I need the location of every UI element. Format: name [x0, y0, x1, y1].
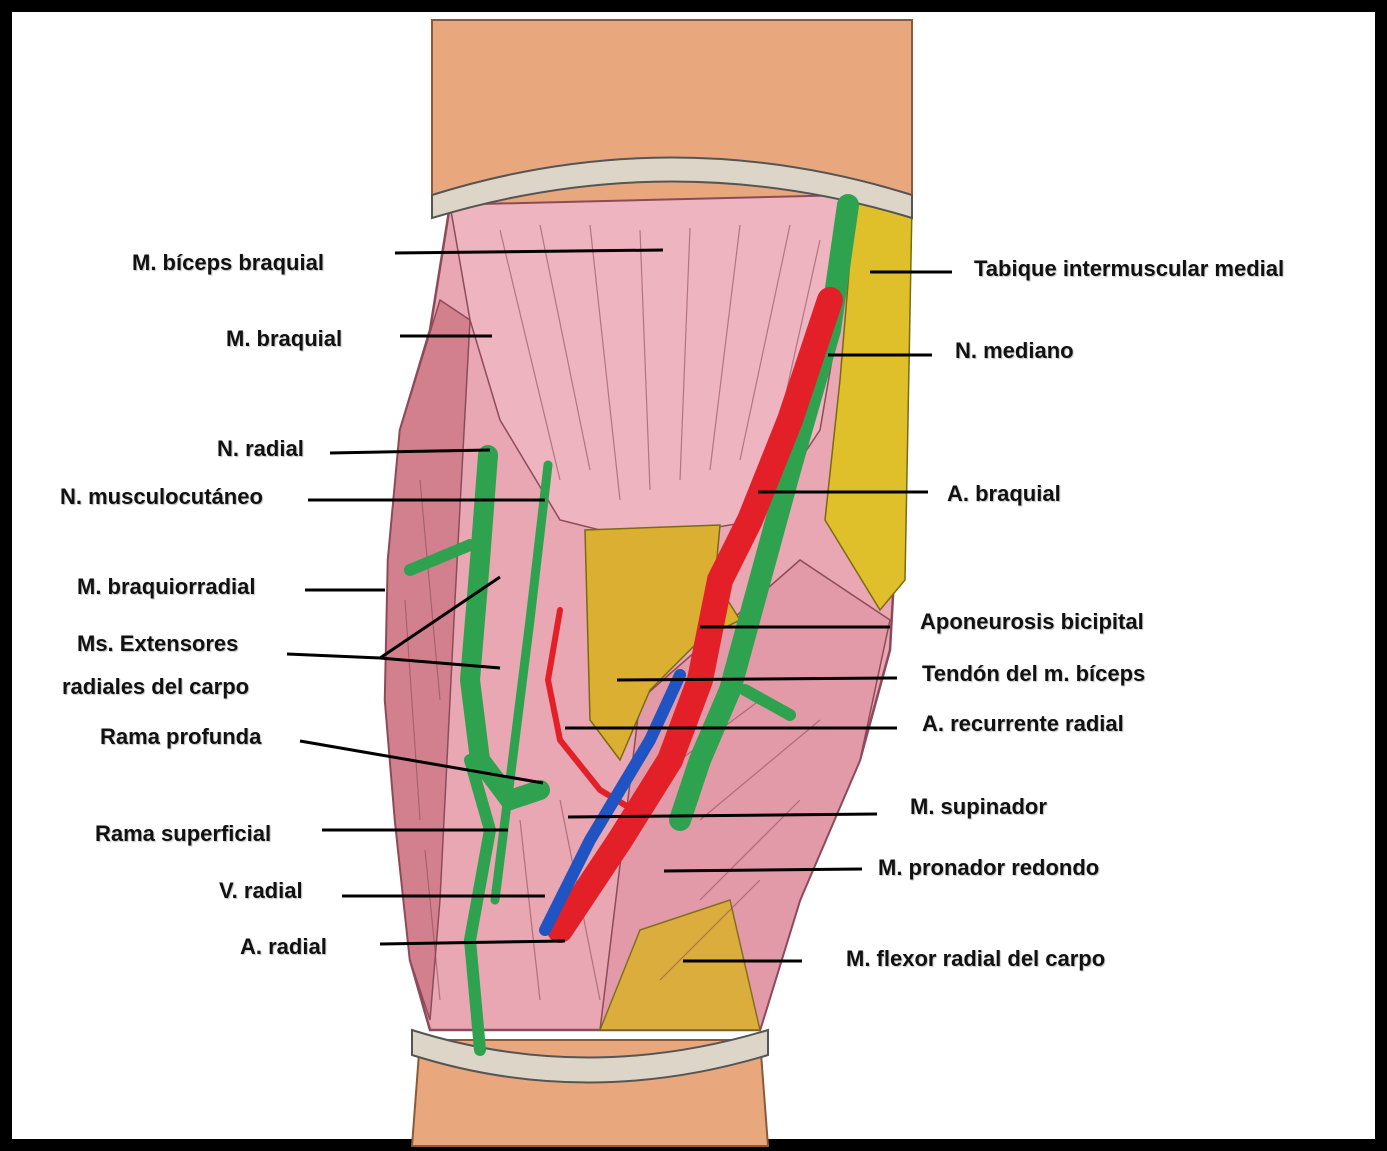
leader-tendon — [617, 678, 897, 680]
label-tabique: Tabique intermuscular medial — [974, 256, 1284, 282]
label-tendon-biceps: Tendón del m. bíceps — [922, 661, 1145, 687]
leader-pronador — [664, 869, 862, 871]
label-braquial: M. braquial — [226, 326, 342, 352]
label-rama-profunda: Rama profunda — [100, 724, 261, 750]
label-a-braquial: A. braquial — [947, 481, 1061, 507]
label-biceps: M. bíceps braquial — [132, 250, 324, 276]
label-flexor: M. flexor radial del carpo — [846, 946, 1105, 972]
label-rama-superficial: Rama superficial — [95, 821, 271, 847]
label-n-mediano: N. mediano — [955, 338, 1074, 364]
label-extensores-line2: radiales del carpo — [62, 674, 249, 700]
label-a-recurrente: A. recurrente radial — [922, 711, 1124, 737]
label-n-musculocutaneo: N. musculocutáneo — [60, 484, 263, 510]
leader-extensores-a — [287, 654, 380, 658]
label-aponeurosis: Aponeurosis bicipital — [920, 609, 1144, 635]
label-n-radial: N. radial — [217, 436, 304, 462]
label-extensores-line1: Ms. Extensores — [77, 631, 238, 657]
label-v-radial: V. radial — [219, 878, 303, 904]
label-supinador: M. supinador — [910, 794, 1047, 820]
label-pronador: M. pronador redondo — [878, 855, 1099, 881]
label-braquiorradial: M. braquiorradial — [77, 574, 255, 600]
label-a-radial: A. radial — [240, 934, 327, 960]
